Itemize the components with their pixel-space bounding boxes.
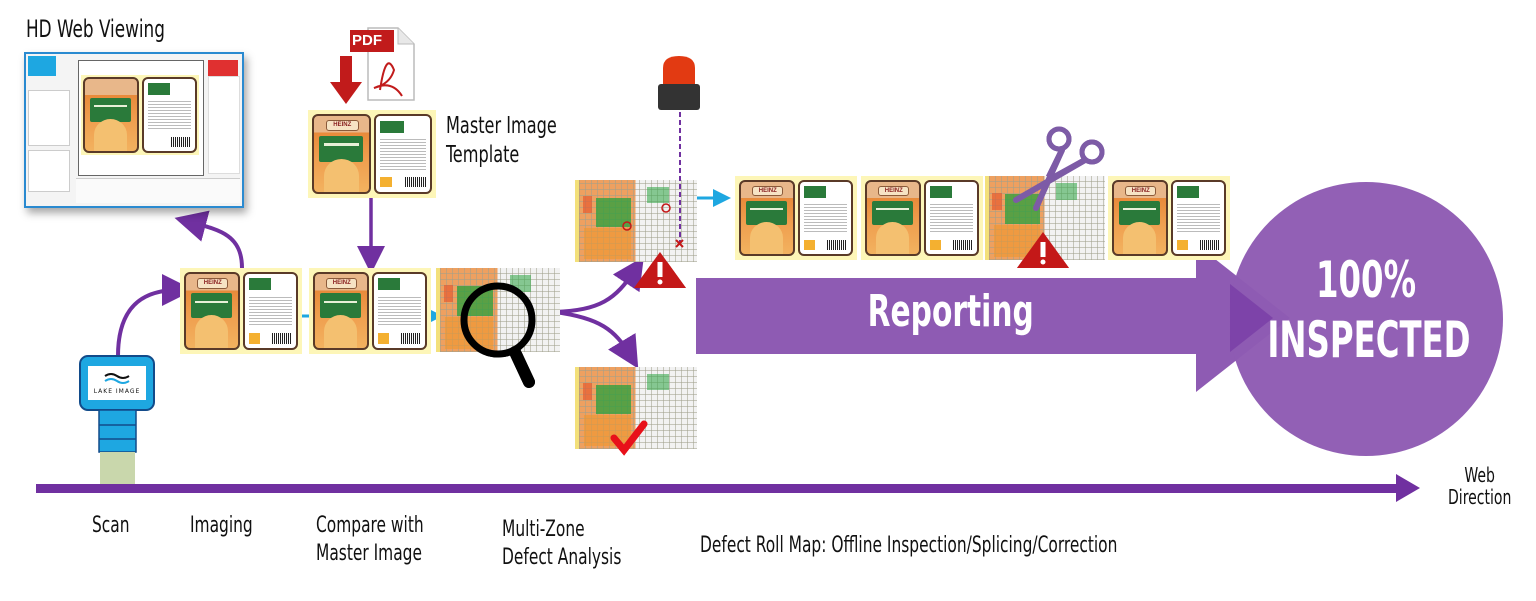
- stage-multizone: Multi-Zone Defect Analysis: [502, 517, 622, 570]
- reporting-label-wrap: Reporting: [696, 286, 1206, 337]
- pdf-icon: [330, 27, 415, 104]
- pdf-badge-label: PDF: [352, 32, 382, 49]
- imaging-card: HEINZ: [180, 268, 302, 354]
- master-image-template-label: Master Image Template: [446, 113, 557, 168]
- viewer-logo: [28, 56, 56, 76]
- inspected-label: 100% INSPECTED: [1229, 250, 1503, 370]
- hd-viewer-screenshot[interactable]: [24, 52, 244, 208]
- stage-compare: Compare with Master Image: [316, 513, 424, 566]
- rollmap-card-1: HEINZ: [735, 176, 857, 260]
- reporting-label: Reporting: [867, 286, 1035, 337]
- stage-defect-roll-map: Defect Roll Map: Offline Inspection/Spli…: [700, 533, 1118, 558]
- alarm-beacon-icon: [658, 56, 700, 110]
- viewer-list-panel: [208, 76, 240, 174]
- rollmap-card-3: HEINZ: [1108, 176, 1230, 260]
- scan-to-imaging-arrow: [116, 274, 194, 357]
- imaging-to-viewing-arrow: [174, 210, 244, 269]
- defect-pass-map: [575, 367, 697, 449]
- stage-imaging: Imaging: [190, 513, 253, 538]
- compare-card: HEINZ: [309, 268, 431, 354]
- viewer-left-panel: [28, 90, 70, 146]
- viewer-defect-list: [208, 60, 238, 76]
- web-direction-axis: [36, 474, 1420, 502]
- rollmap-card-2: HEINZ: [861, 176, 983, 260]
- inspected-circle: [1229, 182, 1503, 456]
- stage-scan: Scan: [92, 513, 130, 538]
- web-direction-label: Web Direction: [1448, 463, 1512, 509]
- viewer-image-area: [78, 60, 204, 176]
- fork-up-arrow: [554, 256, 644, 314]
- master-image-card: HEINZ: [308, 110, 436, 198]
- fork-down-arrow: [554, 310, 639, 369]
- defect-found-map: [575, 180, 697, 262]
- lake-image-camera: [79, 355, 155, 484]
- analysis-defect-map: [436, 268, 560, 352]
- inspected-percent: 100%: [1315, 251, 1417, 309]
- viewer-toolbar: [76, 178, 240, 203]
- camera-brand-label: LAKE IMAGE: [93, 388, 141, 395]
- hd-web-viewing-title: HD Web Viewing: [26, 15, 165, 43]
- inspected-text: INSPECTED: [1267, 311, 1471, 369]
- viewer-settings-panel: [28, 150, 70, 192]
- rollmap-defect-map: [985, 176, 1105, 260]
